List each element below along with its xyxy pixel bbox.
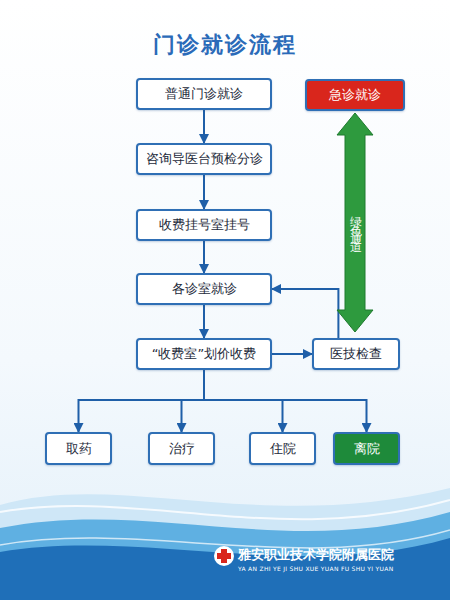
box-text: 普通门诊就诊	[165, 85, 243, 103]
process-box: 离院	[333, 432, 400, 465]
process-box: 咨询导医台预检分诊	[136, 143, 272, 175]
logo-cross	[217, 553, 231, 559]
box-text: 离院	[354, 440, 380, 458]
box-text: 急诊就诊	[329, 86, 381, 104]
box-text: 住院	[270, 440, 296, 458]
footer-text: 雅安职业技术学院附属医院	[238, 546, 394, 564]
box-text: 收费挂号室挂号	[159, 216, 250, 234]
flow-arrow	[272, 353, 312, 355]
process-box: 普通门诊就诊	[136, 78, 272, 110]
wave-light	[0, 488, 450, 600]
flow-arrow	[204, 370, 367, 432]
box-text: 治疗	[169, 440, 195, 458]
box-text: 各诊室就诊	[172, 280, 237, 298]
flow-arrow	[79, 370, 205, 432]
box-text: 咨询导医台预检分诊	[146, 150, 263, 168]
process-box: 医技检查	[312, 338, 400, 370]
flow-arrow	[203, 110, 205, 143]
wave-line	[0, 530, 450, 548]
process-box: 住院	[249, 432, 316, 465]
flow-arrow	[203, 175, 205, 209]
edge-label: 绿色通道	[347, 207, 364, 239]
process-box: 收费挂号室挂号	[136, 209, 272, 241]
process-box: 各诊室就诊	[136, 273, 272, 305]
process-box: 取药	[45, 432, 112, 465]
hospital-logo	[214, 546, 234, 566]
wave-dark	[0, 538, 450, 600]
wave-mid	[0, 512, 450, 600]
flow-arrow	[272, 289, 338, 338]
box-text: “收费室”划价收费	[152, 345, 256, 363]
green-channel-arrow	[337, 113, 373, 332]
wave-line	[0, 500, 450, 519]
logo-disc	[214, 546, 234, 566]
flow-arrow	[182, 370, 205, 432]
flow-arrow	[203, 305, 205, 338]
footer-text: YA AN ZHI YE JI SHU XUE YUAN FU SHU YI Y…	[238, 565, 393, 572]
process-box: 治疗	[148, 432, 215, 465]
box-text: 取药	[66, 440, 92, 458]
diagram-title: 门诊就诊流程	[0, 30, 450, 60]
box-text: 医技检查	[330, 345, 382, 363]
process-box: “收费室”划价收费	[136, 338, 272, 370]
process-box: 急诊就诊	[305, 79, 405, 111]
flow-arrow	[203, 241, 205, 273]
